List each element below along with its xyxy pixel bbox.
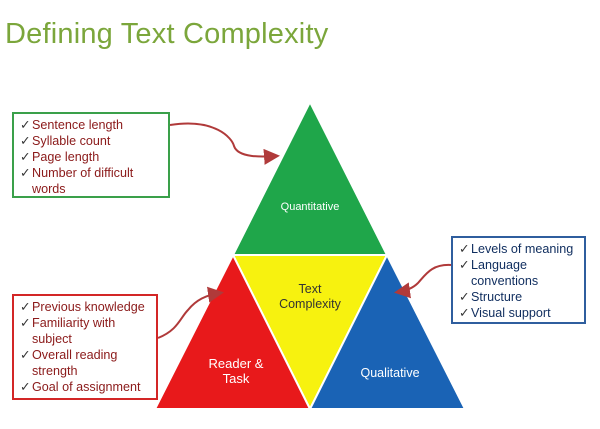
list-item: ✓Overall reading strength — [20, 348, 118, 378]
quantitative-connector-arrow — [169, 122, 280, 165]
reader-task-criteria-box: ✓Previous knowledge ✓Familiarity with su… — [12, 294, 158, 400]
page-title: Defining Text Complexity — [5, 18, 329, 50]
list-item: ✓Language conventions — [459, 258, 539, 288]
reader-task-triangle — [153, 252, 312, 410]
list-item: ✓Structure — [459, 290, 523, 304]
reader-task-label: Reader & Task — [196, 356, 276, 386]
qualitative-label: Qualitative — [360, 366, 420, 380]
reader-task-label-line2: Task — [222, 371, 250, 386]
checkmark-icon: ✓ — [20, 134, 31, 148]
quantitative-label: Quantitative — [280, 201, 340, 213]
list-item: ✓Visual support — [459, 306, 551, 320]
qualitative-triangle — [308, 252, 467, 410]
reader-task-label-line1: Reader & — [208, 356, 264, 371]
list-item: ✓Previous knowledge — [20, 300, 145, 314]
checkmark-icon: ✓ — [20, 316, 31, 330]
checkmark-icon: ✓ — [459, 242, 470, 256]
quantitative-criteria-box: ✓Sentence length ✓Syllable count ✓Page l… — [12, 112, 170, 198]
checkmark-icon: ✓ — [20, 150, 31, 164]
qualitative-criteria-box: ✓Levels of meaning ✓Language conventions… — [451, 236, 586, 324]
list-item: ✓Goal of assignment — [20, 380, 141, 394]
list-item: ✓Number of difficult words — [20, 166, 134, 196]
text-complexity-label: Text Complexity — [262, 282, 358, 312]
text-complexity-label-line2: Complexity — [279, 297, 341, 311]
list-item: ✓Syllable count — [20, 134, 111, 148]
checkmark-icon: ✓ — [459, 290, 470, 304]
reader-task-connector-arrow — [157, 286, 224, 339]
qualitative-connector-arrow — [394, 263, 452, 299]
text-complexity-label-line1: Text — [298, 282, 322, 296]
checkmark-icon: ✓ — [20, 380, 31, 394]
checkmark-icon: ✓ — [459, 258, 470, 272]
checkmark-icon: ✓ — [459, 306, 470, 320]
checkmark-icon: ✓ — [20, 118, 31, 132]
checkmark-icon: ✓ — [20, 166, 31, 180]
checkmark-icon: ✓ — [20, 348, 31, 362]
list-item: ✓Page length — [20, 150, 100, 164]
list-item: ✓Sentence length — [20, 118, 124, 132]
list-item: ✓Levels of meaning — [459, 242, 574, 256]
list-item: ✓Familiarity with subject — [20, 316, 116, 346]
quantitative-triangle — [231, 99, 389, 256]
checkmark-icon: ✓ — [20, 300, 31, 314]
